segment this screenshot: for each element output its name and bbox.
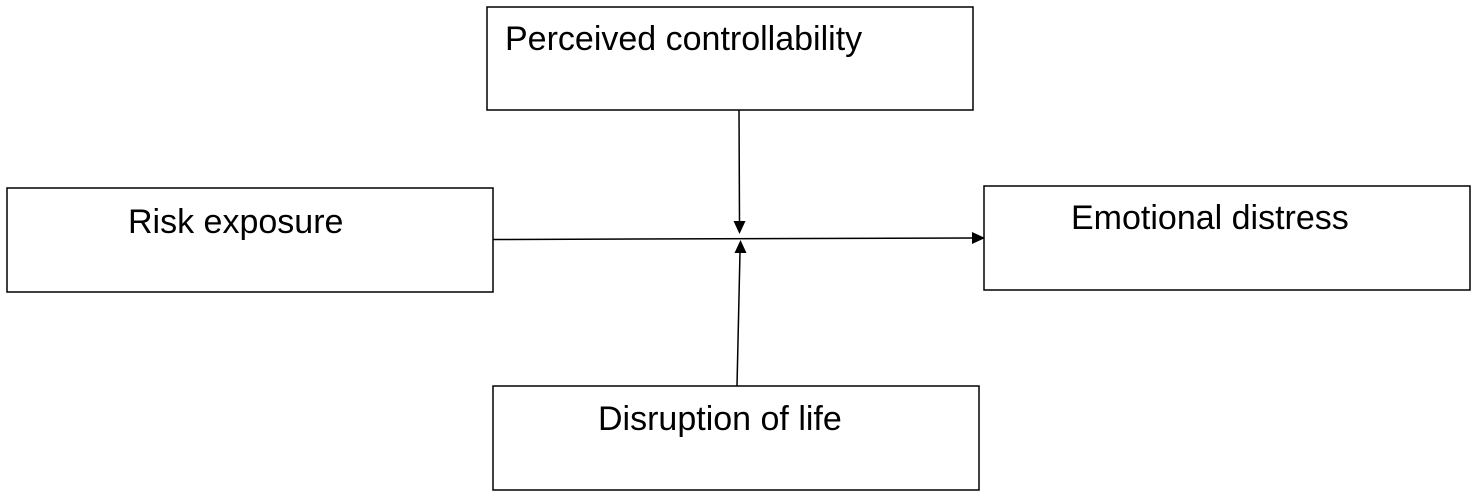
node-label-disruption-of-life: Disruption of life bbox=[598, 400, 842, 438]
node-perceived-controllability: Perceived controllability bbox=[486, 6, 974, 111]
arrow-head-emotional bbox=[972, 232, 985, 244]
node-emotional-distress: Emotional distress bbox=[983, 185, 1471, 291]
node-label-risk-exposure: Risk exposure bbox=[128, 203, 343, 241]
edge-line-risk-to-emotional bbox=[492, 237, 975, 241]
arrow-head-up-path bbox=[734, 240, 747, 253]
edge-perceived-to-path bbox=[733, 109, 746, 234]
node-label-emotional-distress: Emotional distress bbox=[1071, 199, 1349, 237]
edge-disruption-to-path bbox=[734, 240, 747, 387]
edge-line-perceived-to-path bbox=[738, 109, 741, 223]
node-box-risk-exposure bbox=[6, 187, 494, 293]
node-box-perceived-controllability bbox=[486, 6, 974, 111]
edge-risk-to-emotional bbox=[492, 232, 985, 244]
node-box-disruption-of-life bbox=[492, 385, 980, 491]
node-box-emotional-distress bbox=[983, 185, 1471, 291]
node-label-perceived-controllability: Perceived controllability bbox=[505, 20, 862, 58]
node-risk-exposure: Risk exposure bbox=[6, 187, 494, 293]
arrow-head-down-path bbox=[733, 221, 746, 234]
edge-line-disruption-to-path bbox=[736, 251, 741, 387]
node-disruption-of-life: Disruption of life bbox=[492, 385, 980, 491]
